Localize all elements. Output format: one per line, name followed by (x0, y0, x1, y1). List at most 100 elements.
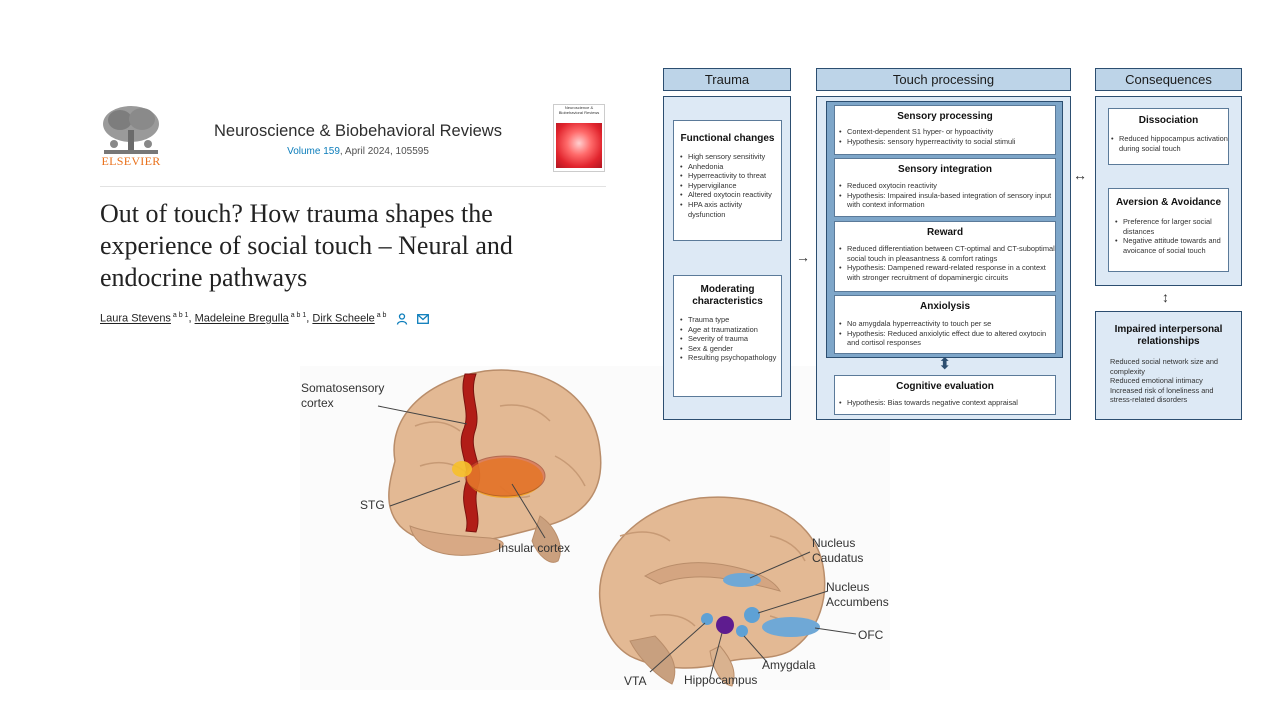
box-title: Cognitive evaluation (896, 381, 994, 392)
aversion-avoidance-box: Aversion & Avoidance Preference for larg… (1108, 188, 1229, 272)
author-affiliation: a b 1 (288, 312, 307, 319)
issue-info: , April 2024, 105595 (339, 146, 429, 157)
cover-title: Neuroscience & Biobehavioral Reviews (558, 105, 600, 115)
label-insular-cortex: Insular cortex (498, 541, 571, 555)
label-amygdala: Amygdala (762, 658, 816, 672)
list-item: Resulting psychopathology (680, 353, 781, 363)
box-title: Aversion & Avoidance (1115, 197, 1222, 208)
impaired-list: Reduced social network size and complexi… (1096, 357, 1241, 405)
anxiolysis-box: Anxiolysis No amygdala hyperreactivity t… (834, 295, 1056, 354)
list-item: Hypothesis: Impaired insula-based integr… (839, 191, 1055, 210)
reward-box: Reward Reduced differentiation between C… (834, 221, 1056, 292)
cognitive-evaluation-box: Cognitive evaluation Hypothesis: Bias to… (834, 375, 1056, 415)
anxiolysis-list: No amygdala hyperreactivity to touch per… (835, 319, 1055, 348)
label-nucleus-accumbens: Nucleus Accumbens (826, 580, 889, 609)
cover-art (556, 123, 602, 168)
reward-list: Reduced differentiation between CT-optim… (835, 244, 1055, 282)
medial-brain (598, 496, 857, 687)
brain-figure: Somatosensory cortex STG Insular cortex … (300, 366, 890, 690)
box-title: Sensory integration (898, 164, 992, 175)
sensory-integration-list: Reduced oxytocin reactivity Hypothesis: … (835, 181, 1055, 210)
publisher-name: ELSEVIER (101, 154, 161, 168)
list-item: Hyperreactivity to threat (680, 171, 781, 181)
vertical-arrow-icon: ↕ (1162, 289, 1169, 305)
dissociation-list: Reduced hippocampus activation during so… (1109, 134, 1228, 153)
header-trauma: Trauma (663, 68, 791, 91)
box-title: Impaired interpersonal relationships (1114, 324, 1223, 347)
cognitive-evaluation-list: Hypothesis: Bias towards negative contex… (835, 398, 1055, 408)
label-somatosensory-cortex: Somatosensory cortex (301, 381, 385, 410)
list-item: Hypothesis: Reduced anxiolytic effect du… (839, 329, 1055, 348)
author-link[interactable]: Madeleine Bregulla (194, 312, 289, 325)
author-list: Laura Stevens a b 1, Madeleine Bregulla … (100, 312, 429, 325)
label-ofc: OFC (858, 628, 884, 642)
person-icon[interactable] (396, 313, 408, 325)
list-item: Reduced oxytocin reactivity (839, 181, 1055, 191)
list-item: High sensory sensitivity (680, 152, 781, 162)
list-item: Sex & gender (680, 344, 781, 354)
journal-title[interactable]: Neuroscience & Biobehavioral Reviews (214, 122, 502, 140)
list-item: Hypothesis: Bias towards negative contex… (839, 398, 1055, 408)
list-item: HPA axis activity dysfunction (680, 200, 781, 219)
dissociation-box: Dissociation Reduced hippocampus activat… (1108, 108, 1229, 165)
box-title: Dissociation (1138, 115, 1199, 126)
list-item: Preference for larger social distances (1115, 217, 1228, 236)
arrow-right-icon: → (796, 249, 810, 265)
lateral-brain (377, 369, 602, 563)
journal-info: Neuroscience & Biobehavioral Reviews Vol… (208, 122, 508, 157)
author-affiliation: a b (374, 312, 387, 319)
list-item: No amygdala hyperreactivity to touch per… (839, 319, 1055, 329)
box-title: Anxiolysis (919, 301, 971, 312)
list-item: Hypothesis: Dampened reward-related resp… (839, 263, 1055, 282)
list-item: Increased risk of loneliness and stress-… (1110, 385, 1214, 405)
list-item: Negative attitude towards and avoicance … (1115, 236, 1228, 255)
box-title: Moderating characteristics (692, 284, 763, 307)
label-stg: STG (360, 498, 385, 512)
list-item: Context-dependent S1 hyper- or hypoactiv… (839, 127, 1055, 137)
impaired-relationships-panel: Impaired interpersonal relationships Red… (1095, 311, 1242, 420)
label-hippocampus: Hippocampus (684, 673, 758, 687)
box-title: Functional changes (680, 133, 775, 144)
list-item: Trauma type (680, 315, 781, 325)
list-item: Hypervigilance (680, 181, 781, 191)
list-item: Severity of trauma (680, 334, 781, 344)
functional-changes-box: Functional changes High sensory sensitiv… (673, 120, 782, 241)
paper-title: Out of touch? How trauma shapes the expe… (100, 199, 513, 292)
box-title: Sensory processing (897, 111, 993, 122)
label-vta: VTA (624, 674, 647, 688)
sensory-processing-box: Sensory processing Context-dependent S1 … (834, 105, 1056, 155)
list-item: Reduced emotional intimacy (1110, 376, 1203, 386)
aversion-list: Preference for larger social distances N… (1109, 217, 1228, 255)
elsevier-tree-icon (100, 104, 162, 156)
list-item: Reduced hippocampus activation during so… (1111, 134, 1228, 153)
double-arrow-icon: ⬍ (938, 356, 952, 373)
list-item: Altered oxytocin reactivity (680, 190, 781, 200)
list-item: Reduced differentiation between CT-optim… (839, 244, 1055, 263)
elsevier-logo[interactable]: ELSEVIER (100, 104, 162, 169)
sensory-processing-list: Context-dependent S1 hyper- or hypoactiv… (835, 127, 1055, 146)
journal-meta: Volume 159, April 2024, 105595 (208, 146, 508, 157)
brain-illustrations (377, 369, 857, 687)
moderating-list: Trauma type Age at traumatization Severi… (674, 315, 781, 363)
list-item: Age at traumatization (680, 325, 781, 335)
author-link[interactable]: Dirk Scheele (312, 312, 375, 325)
functional-changes-list: High sensory sensitivity Anhedonia Hyper… (674, 152, 781, 219)
label-nucleus-caudatus: Nucleus Caudatus (812, 536, 864, 565)
author-link[interactable]: Laura Stevens (100, 312, 171, 325)
author-separator: , (306, 312, 313, 325)
sensory-integration-box: Sensory integration Reduced oxytocin rea… (834, 158, 1056, 217)
header-touch-processing: Touch processing (816, 68, 1071, 91)
author-affiliation: a b 1 (170, 312, 189, 319)
journal-cover[interactable]: Neuroscience & Biobehavioral Reviews (553, 104, 605, 172)
author-separator: , (188, 312, 195, 325)
box-title: Reward (926, 227, 964, 238)
list-item: Anhedonia (680, 162, 781, 172)
email-icon[interactable] (416, 313, 429, 324)
list-item: Reduced social network size and complexi… (1110, 357, 1219, 376)
bidirectional-arrow-icon: ↔ (1073, 167, 1087, 183)
moderating-characteristics-box: Moderating characteristics Trauma type A… (673, 275, 782, 397)
header-consequences: Consequences (1095, 68, 1242, 91)
list-item: Hypothesis: sensory hyperreactivity to s… (839, 137, 1055, 147)
volume-link[interactable]: Volume 159 (287, 146, 340, 157)
header-divider (100, 186, 606, 187)
